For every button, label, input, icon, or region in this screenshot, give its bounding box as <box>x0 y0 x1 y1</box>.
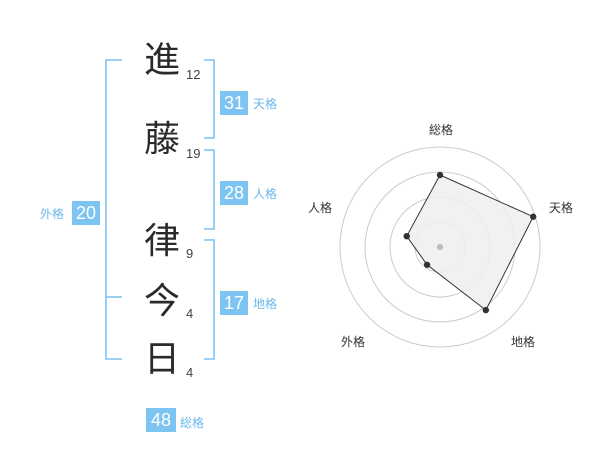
name-char-5: 日 <box>143 339 180 380</box>
gaikaku-score: 20 <box>72 201 100 225</box>
jinkaku-bracket <box>204 149 215 230</box>
stroke-count-3: 9 <box>186 246 194 261</box>
radar-ring-4 <box>339 146 541 348</box>
tenkaku-score: 31 <box>220 91 248 115</box>
chikaku-score: 17 <box>220 291 248 315</box>
chikaku-label: 地格 <box>253 297 278 311</box>
jinkaku-label: 人格 <box>253 187 278 201</box>
tenkaku-label: 天格 <box>253 97 278 111</box>
radar-polygon <box>406 174 534 311</box>
radar-label-soukaku: 総格 <box>429 123 454 137</box>
soukaku-score: 48 <box>146 408 176 432</box>
name-char-2: 藤 <box>143 119 180 160</box>
stroke-count-4: 4 <box>186 306 194 321</box>
gaikaku-label: 外格 <box>40 207 65 221</box>
name-char-3: 律 <box>143 221 180 262</box>
jinkaku-score: 28 <box>220 181 248 205</box>
radar-point-3 <box>482 306 490 314</box>
name-char-1: 進 <box>143 40 180 81</box>
name-char-4: 今 <box>143 281 180 322</box>
radar-center-dot <box>437 244 443 250</box>
chikaku-bracket <box>204 239 215 360</box>
radar-point-4 <box>423 261 431 268</box>
radar-point-5 <box>403 232 410 240</box>
gaikaku-bracket <box>105 59 122 360</box>
radar-point-1 <box>436 171 444 179</box>
stroke-count-5: 4 <box>186 365 194 380</box>
stroke-count-1: 12 <box>186 67 201 82</box>
radar-point-2 <box>530 213 537 220</box>
stroke-count-2: 19 <box>186 146 201 161</box>
radar-label-chikaku: 地格 <box>511 335 536 349</box>
radar-label-tenkaku: 天格 <box>549 201 574 215</box>
radar-label-jinkaku: 人格 <box>308 201 333 215</box>
tenkaku-bracket <box>204 59 215 139</box>
radar-label-gaikaku: 外格 <box>341 335 366 349</box>
soukaku-label: 総格 <box>180 416 205 430</box>
